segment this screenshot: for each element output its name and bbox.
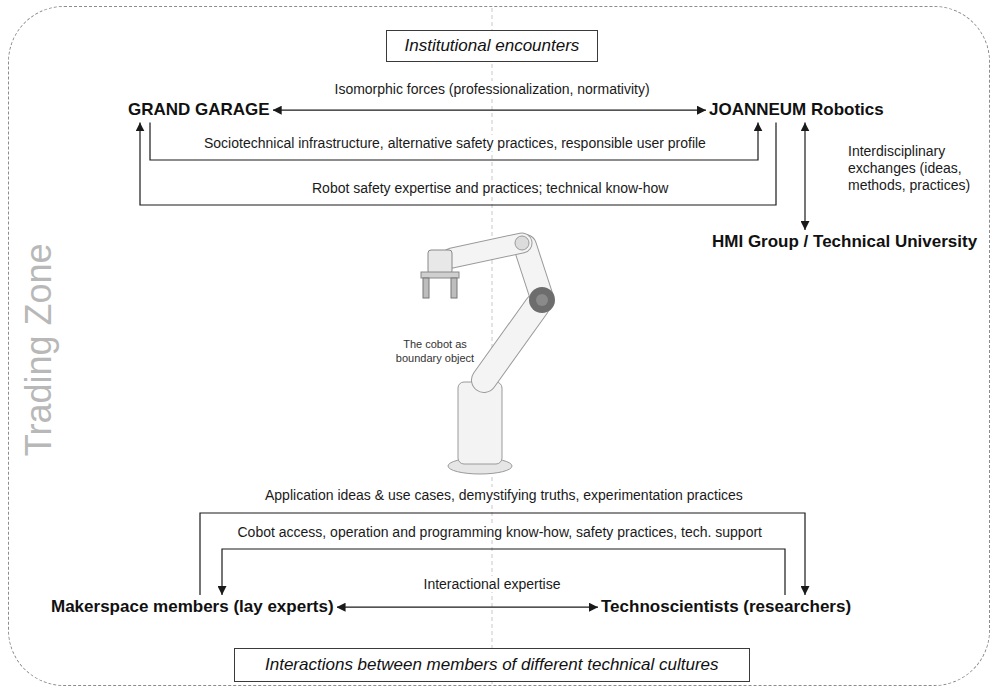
connector-label: Interactional expertise [421, 576, 564, 593]
cobot-link-outline [484, 306, 537, 380]
cobot-joint-cap [536, 294, 548, 306]
node-text: Makerspace members (lay experts) [51, 597, 334, 617]
cobot-gripper-bar [421, 272, 459, 278]
cobot-finger [423, 278, 429, 298]
flow-arrow [222, 549, 785, 595]
figure-caption: The cobot as boundary object [394, 338, 476, 366]
context-box: Institutional encounters [386, 30, 599, 62]
actor-name: HMI Group / Technical University [709, 230, 980, 254]
connector-label: Cobot access, operation and programming … [235, 524, 766, 541]
actor-name: JOANNEUM Robotics [706, 98, 887, 122]
node-text: Institutional encounters [405, 36, 580, 56]
cobot-gripper [428, 250, 452, 274]
flow-arrow [140, 122, 776, 205]
connector-label: Isomorphic forces (professionalization, … [332, 81, 653, 98]
connector-label: Application ideas & use cases, demystify… [262, 487, 746, 504]
connector-layer [140, 110, 805, 607]
cobot-illustration [421, 236, 555, 474]
flow-arrow [200, 513, 805, 595]
flow-arrow [804, 122, 805, 230]
actor-name: Makerspace members (lay experts) [48, 595, 337, 619]
cobot-upper-link [452, 243, 522, 258]
cobot-joint [515, 236, 529, 250]
actor-name: Technoscientists (researchers) [598, 595, 854, 619]
cobot-base [458, 382, 502, 464]
cobot-link-outline [452, 243, 522, 258]
node-text: Technoscientists (researchers) [601, 597, 851, 617]
flow-arrow [150, 122, 758, 160]
cobot-finger [451, 278, 457, 298]
cobot-joint [529, 287, 555, 313]
cobot-lower-link [484, 306, 537, 380]
flow-arrow [337, 607, 598, 608]
node-text: GRAND GARAGE [128, 100, 270, 120]
trading-zone-region: Institutional encountersGRAND GARAGE JOAN… [8, 6, 990, 686]
connector-label: Robot safety expertise and practices; te… [309, 180, 671, 197]
node-text: JOANNEUM Robotics [709, 100, 884, 120]
context-box: Interactions between members of differen… [234, 648, 750, 682]
connector-label: Sociotechnical infrastructure, alternati… [201, 135, 709, 152]
node-text: HMI Group / Technical University [712, 232, 977, 252]
actor-name: GRAND GARAGE [125, 98, 273, 122]
connector-label: Interdisciplinary exchanges (ideas, meth… [845, 143, 986, 193]
zone-title: Trading Zone [18, 243, 58, 456]
node-text: Interactions between members of differen… [265, 655, 719, 675]
flow-arrow [273, 110, 706, 111]
